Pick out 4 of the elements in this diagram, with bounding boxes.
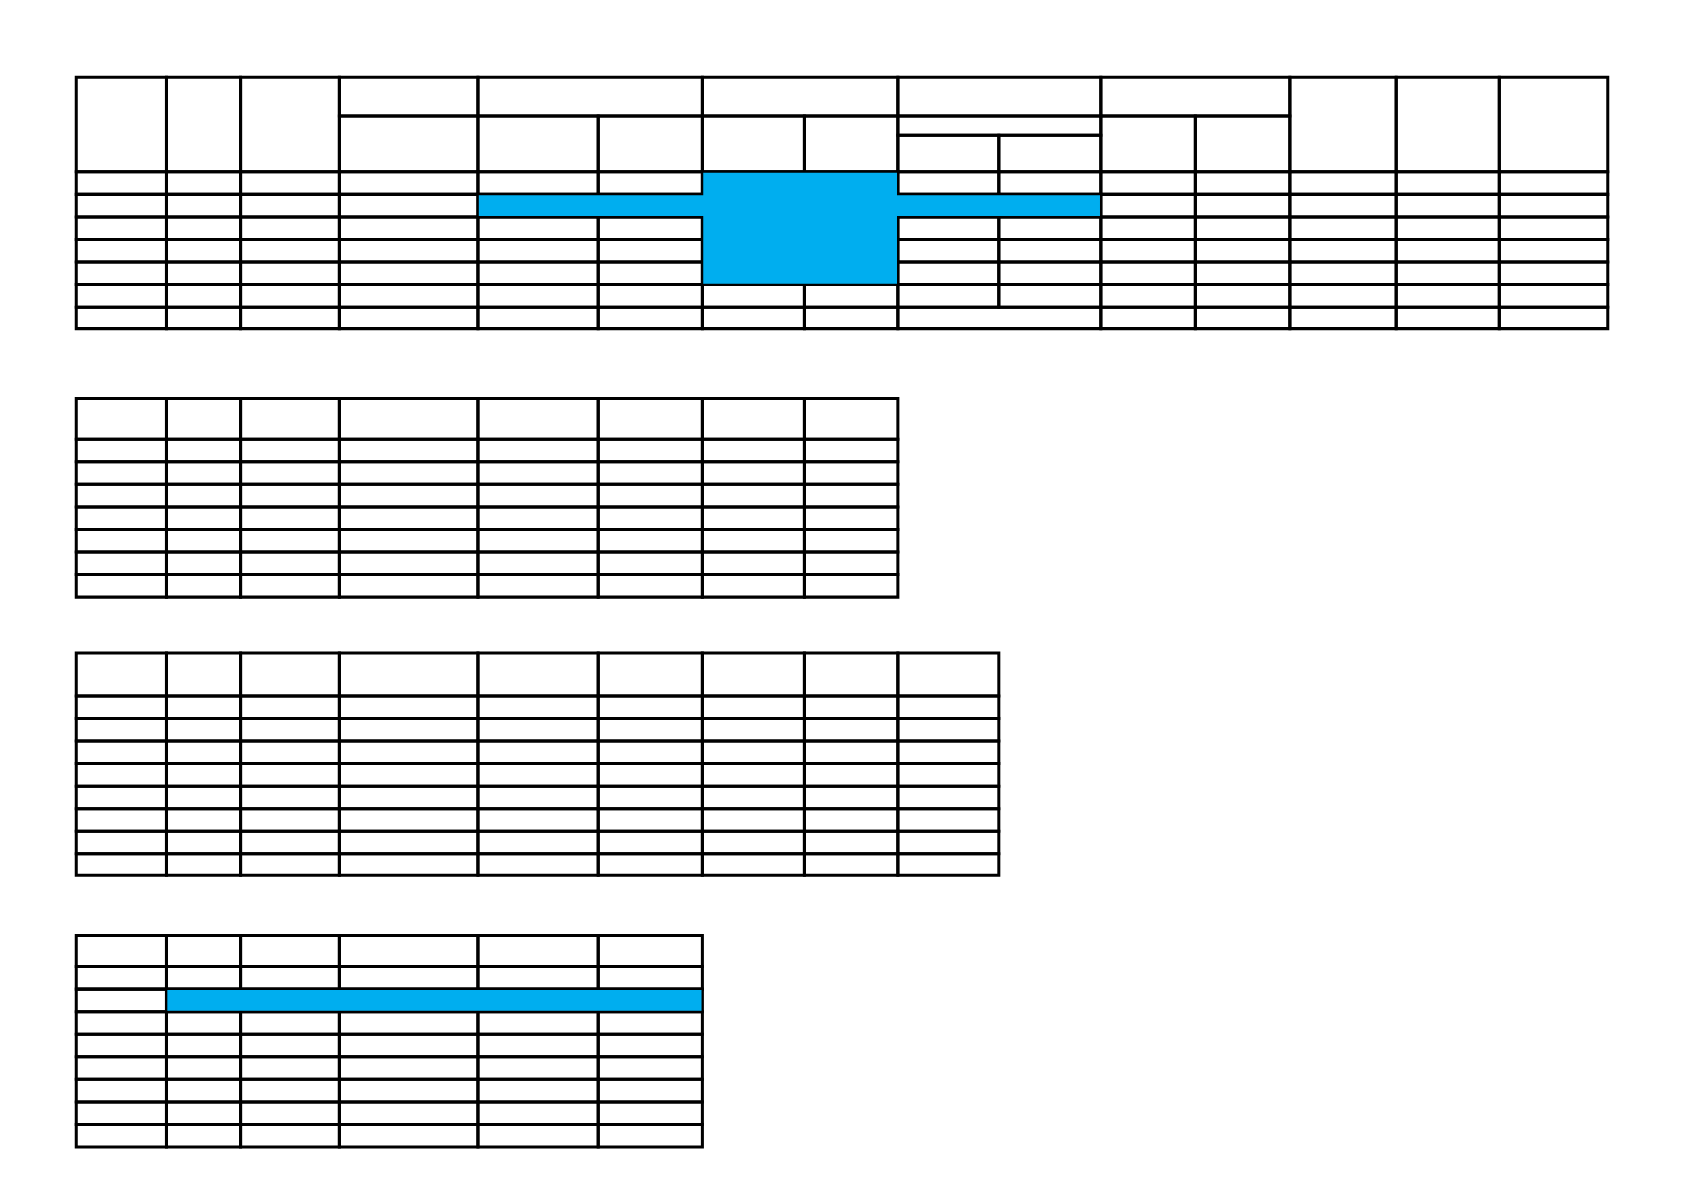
table-drawing	[74, 75, 1610, 331]
table-drawing	[74, 933, 704, 1149]
table-drawing	[74, 651, 1001, 877]
table-drawing	[74, 396, 900, 599]
